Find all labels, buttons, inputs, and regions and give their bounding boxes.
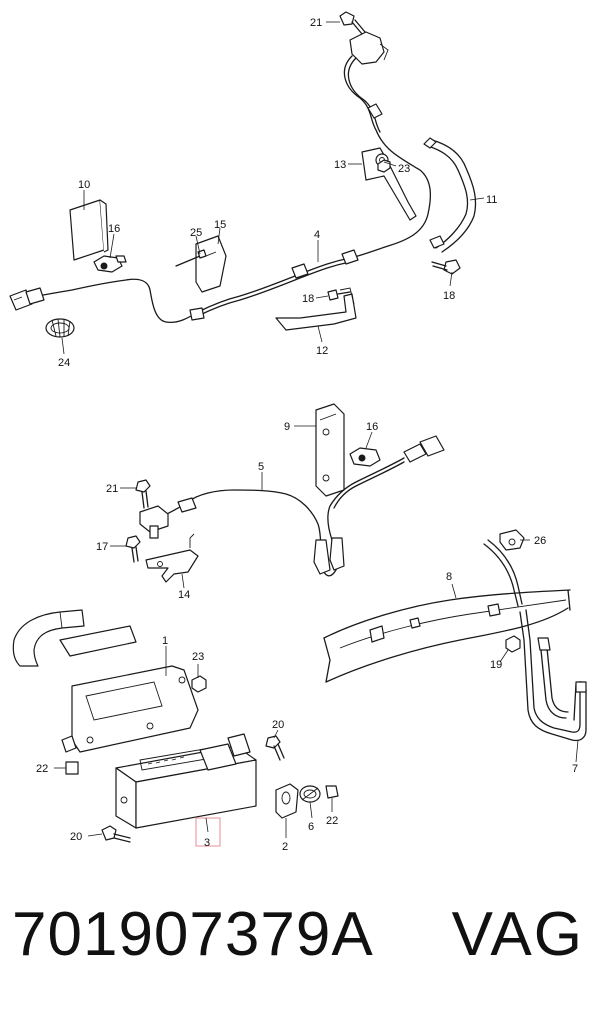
clamp-24 <box>45 318 75 338</box>
screw-20-right <box>265 735 285 761</box>
sensor-plug-mid-right <box>403 435 445 463</box>
parts-exploded-diagram: 21 13 23 11 10 16 15 25 4 18 18 12 24 9 … <box>9 11 587 853</box>
label-18-mid: 18 <box>302 293 314 305</box>
sensor-body-mid <box>139 505 169 533</box>
bracket-13 <box>361 147 417 221</box>
label-6: 6 <box>308 821 314 833</box>
clip-2 <box>275 783 299 819</box>
plug-left-top <box>9 287 45 311</box>
part-3-highlight <box>195 817 221 847</box>
nut-23-low <box>191 675 207 693</box>
clip-16-top <box>93 255 127 273</box>
bracket-9 <box>315 403 345 497</box>
frame-and-brake-line-assembly <box>323 529 587 763</box>
label-16-mid: 16 <box>366 421 378 433</box>
bolt-17 <box>125 535 141 563</box>
cable-11 <box>427 145 469 249</box>
stud-25 <box>175 255 201 267</box>
bolt-21-top <box>339 11 366 35</box>
label-14: 14 <box>178 589 190 601</box>
nut-22-right <box>325 785 339 799</box>
control-unit-3 <box>115 733 257 829</box>
label-13: 13 <box>334 159 346 171</box>
label-4: 4 <box>314 229 320 241</box>
label-26: 26 <box>534 535 546 547</box>
bolt-18-mid <box>327 289 351 301</box>
label-5: 5 <box>258 461 264 473</box>
control-unit-assembly <box>12 609 339 847</box>
callout-labels: 21 13 23 11 10 16 15 25 4 18 18 12 24 9 … <box>36 17 578 853</box>
bracket-frame-1 <box>59 625 199 753</box>
upper-sensor-cable-assembly <box>9 11 485 355</box>
label-25: 25 <box>190 227 202 239</box>
label-23-top: 23 <box>398 163 410 175</box>
nut-19 <box>505 635 521 653</box>
bolt-21-mid <box>135 479 151 509</box>
frame-rail-8 <box>323 589 571 639</box>
label-19: 19 <box>490 659 502 671</box>
label-20-right: 20 <box>272 719 284 731</box>
screw-20-left <box>101 825 131 843</box>
clip-16-mid <box>349 447 381 467</box>
bracket-14 <box>145 533 199 583</box>
pipe-26 <box>483 543 519 607</box>
label-8: 8 <box>446 571 452 583</box>
clip-22-left <box>65 761 79 775</box>
label-23-low: 23 <box>192 651 204 663</box>
label-22-left: 22 <box>36 763 48 775</box>
label-7: 7 <box>572 763 578 775</box>
bracket-12 <box>275 287 357 331</box>
cable-upper-right <box>343 55 432 259</box>
label-11: 11 <box>486 194 497 206</box>
hose <box>12 609 85 667</box>
label-15: 15 <box>214 219 226 231</box>
brand-name: VAG <box>451 900 584 969</box>
label-9: 9 <box>284 421 290 433</box>
label-21-mid: 21 <box>106 483 118 495</box>
grommet-6 <box>299 785 321 803</box>
label-16-top: 16 <box>108 223 120 235</box>
middle-sensor-cable-assembly <box>110 403 445 589</box>
label-21-top: 21 <box>310 17 322 29</box>
label-2: 2 <box>282 841 288 853</box>
bracket-15 <box>195 235 227 293</box>
label-1: 1 <box>162 635 168 647</box>
sensor-head-top <box>349 31 385 65</box>
part-number: 701907379A <box>12 900 374 969</box>
bracket-10 <box>69 199 109 261</box>
label-12: 12 <box>316 345 328 357</box>
label-20-left: 20 <box>70 831 82 843</box>
bolt-18-right <box>431 259 461 275</box>
label-10: 10 <box>78 179 90 191</box>
label-17: 17 <box>96 541 108 553</box>
footer: 701907379A VAG <box>0 880 600 1000</box>
label-24: 24 <box>58 357 70 369</box>
cable-4 <box>37 257 351 324</box>
label-3: 3 <box>204 837 210 849</box>
brake-line-7 <box>519 611 587 742</box>
label-18-right: 18 <box>443 290 455 302</box>
label-22-right: 22 <box>326 815 338 827</box>
